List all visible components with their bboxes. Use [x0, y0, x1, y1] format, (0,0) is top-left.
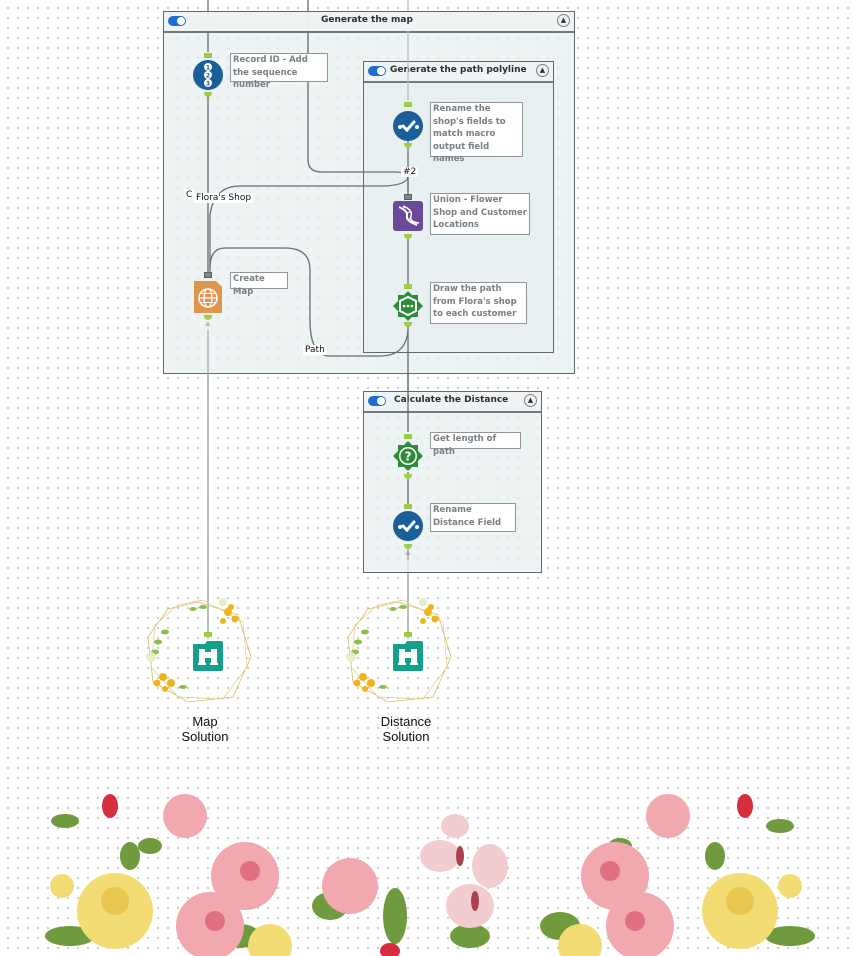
svg-text:2: 2: [206, 72, 210, 79]
select-rename-distance-tool[interactable]: [393, 511, 423, 541]
caption-line: Solution: [181, 729, 229, 744]
container-title: Calculate the Distance: [394, 395, 509, 405]
browse-caption-distance: Distance Solution: [361, 714, 451, 744]
union-tool[interactable]: [393, 201, 423, 231]
roses-decoration-image: [45, 794, 815, 956]
create-map-tool[interactable]: [194, 281, 224, 313]
input-anchor[interactable]: [404, 434, 412, 439]
svg-text:1: 1: [206, 64, 210, 71]
connection-label-path: Path: [303, 345, 327, 355]
chevron-up-icon[interactable]: ▲: [536, 64, 549, 77]
connection-label-floras-shop: Flora's Shop: [194, 193, 254, 203]
select-check-icon: [393, 511, 423, 541]
chevron-up-icon[interactable]: ▲: [524, 394, 537, 407]
connection-label-c: C: [184, 190, 195, 200]
globe-map-icon: [194, 281, 222, 313]
output-anchor[interactable]: [204, 92, 212, 97]
output-anchor[interactable]: [404, 474, 412, 479]
output-anchor[interactable]: [404, 143, 412, 148]
input-anchor[interactable]: [404, 194, 412, 200]
input-anchor[interactable]: [404, 102, 412, 107]
input-anchor[interactable]: [204, 53, 212, 58]
union-dna-icon: [393, 201, 423, 231]
draw-path-macro-tool[interactable]: [393, 291, 423, 321]
record-id-icon: 1 2 3: [193, 60, 223, 90]
container-enable-toggle[interactable]: [168, 16, 186, 26]
tool-annotation: Get length of path: [430, 432, 521, 457]
container-enable-toggle[interactable]: [368, 396, 386, 406]
input-anchor[interactable]: [404, 632, 412, 637]
tool-annotation: Draw the path from Flora's shop to each …: [430, 282, 527, 324]
caption-line: Distance: [380, 714, 432, 729]
chevron-up-icon[interactable]: ▲: [557, 14, 570, 27]
binoculars-icon: [193, 641, 223, 671]
output-anchor[interactable]: [404, 322, 412, 327]
connection-label-2: #2: [401, 167, 419, 177]
browse-anywhere-icon: ≗: [205, 321, 211, 329]
input-anchor[interactable]: [204, 272, 212, 278]
browse-distance-solution-tool[interactable]: [393, 641, 423, 671]
container-header[interactable]: Generate the path polyline ▲: [364, 62, 553, 83]
output-anchor[interactable]: [404, 234, 412, 239]
select-check-icon: [393, 111, 423, 141]
input-anchor[interactable]: [204, 632, 212, 637]
flower-wreath-decoration: [346, 598, 452, 703]
container-enable-toggle[interactable]: [368, 66, 386, 76]
binoculars-icon: [393, 641, 423, 671]
browse-anywhere-icon: ≗: [405, 550, 411, 558]
macro-gear-icon: [393, 291, 423, 321]
tool-annotation: Create Map: [230, 272, 288, 297]
record-id-tool[interactable]: 1 2 3: [193, 60, 223, 90]
browse-map-solution-tool[interactable]: [193, 641, 223, 671]
flower-wreath-decoration: [146, 598, 252, 703]
caption-line: Map: [192, 714, 218, 729]
tool-annotation: Union - Flower Shop and Customer Locatio…: [430, 193, 530, 235]
select-rename-shop-tool[interactable]: [393, 111, 423, 141]
container-header[interactable]: Generate the map ▲: [164, 12, 574, 33]
input-anchor[interactable]: [404, 504, 412, 509]
container-title: Generate the path polyline: [390, 65, 527, 75]
question-macro-icon: ?: [393, 441, 423, 471]
tool-annotation: Rename the shop's fields to match macro …: [430, 102, 523, 164]
output-anchor[interactable]: [404, 544, 412, 549]
browse-caption-map: Map Solution: [160, 714, 250, 744]
tool-annotation: Rename Distance Field: [430, 503, 516, 532]
container-title: Generate the map: [321, 15, 413, 25]
get-length-macro-tool[interactable]: ?: [393, 441, 423, 471]
caption-line: Solution: [382, 729, 430, 744]
svg-text:?: ?: [405, 450, 412, 464]
svg-text:3: 3: [206, 80, 210, 87]
tool-annotation: Record ID - Add the sequence number: [230, 53, 328, 90]
output-anchor[interactable]: [204, 315, 212, 320]
input-anchor[interactable]: [404, 284, 412, 289]
